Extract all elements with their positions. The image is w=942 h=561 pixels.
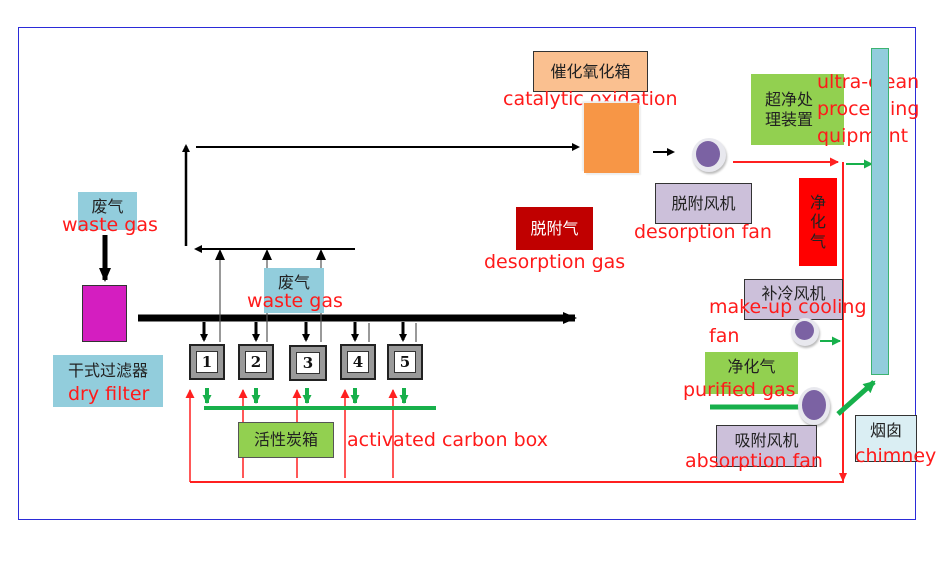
carbon-box-4: 4 xyxy=(340,344,376,380)
makeup-fan-label-2: fan xyxy=(709,325,740,347)
carbon-box-3: 3 xyxy=(289,345,327,381)
catalytic-oxidation-unit xyxy=(584,103,639,173)
waste-gas-label: waste gas xyxy=(62,214,158,236)
chimney-box: 烟囱 xyxy=(855,415,917,462)
absorption-fan-box: 吸附风机 xyxy=(716,425,817,467)
desorption-gas-box: 脱附气 xyxy=(516,207,593,250)
activated-carbon-label: activated carbon box xyxy=(347,429,548,451)
purified-gas-box: 净化气 xyxy=(705,352,798,394)
riser-arrowheads xyxy=(215,249,326,260)
dry-filter-box: 干式过滤器 xyxy=(53,355,163,407)
carbon-box-1: 1 xyxy=(189,344,225,380)
absorption-fan-label: absorption fan xyxy=(685,450,823,472)
carbon-box-2: 2 xyxy=(238,344,274,380)
makeup-fan-label-1: make-up cooling xyxy=(709,296,867,318)
waste-gas-box: 废气 xyxy=(78,192,137,230)
arrows-into-carbon-boxes xyxy=(200,322,407,342)
diagram-frame xyxy=(18,27,916,520)
activated-carbon-box: 活性炭箱 xyxy=(238,422,334,458)
green-box-outputs xyxy=(202,388,436,410)
catalytic-oxidation-title-box: 催化氧化箱 xyxy=(533,51,648,92)
carbon-box-5: 5 xyxy=(387,344,423,380)
purified-gas-vertical-box: 净 化 气 xyxy=(799,178,837,266)
makeup-fan-icon xyxy=(791,318,819,346)
ultra-clean-label-1: ultra-clean xyxy=(817,71,920,93)
stack-column xyxy=(871,48,889,375)
ultra-clean-label-2: processing xyxy=(817,98,920,120)
purified-gas-label: purified gas xyxy=(683,379,796,401)
desorption-fan-icon xyxy=(692,138,726,172)
desorption-gas-label: desorption gas xyxy=(484,251,626,273)
desorption-fan-box: 脱附风机 xyxy=(655,183,752,224)
ultra-clean-label-3: quipment xyxy=(817,125,909,147)
makeup-fan-box: 补冷风机 xyxy=(744,279,843,320)
desorption-fan-label: desorption fan xyxy=(634,221,772,243)
green-fan-to-stack xyxy=(836,380,876,416)
waste-gas-mid-label: waste gas xyxy=(247,290,343,312)
waste-gas-mid-box: 废气 xyxy=(264,268,324,313)
ultra-clean-box: 超净处 理装置 xyxy=(751,74,844,145)
chimney-label: chimney xyxy=(855,445,937,467)
dry-filter-block xyxy=(82,285,127,342)
dry-filter-label: dry filter xyxy=(68,383,150,405)
absorption-fan-icon xyxy=(798,387,830,425)
